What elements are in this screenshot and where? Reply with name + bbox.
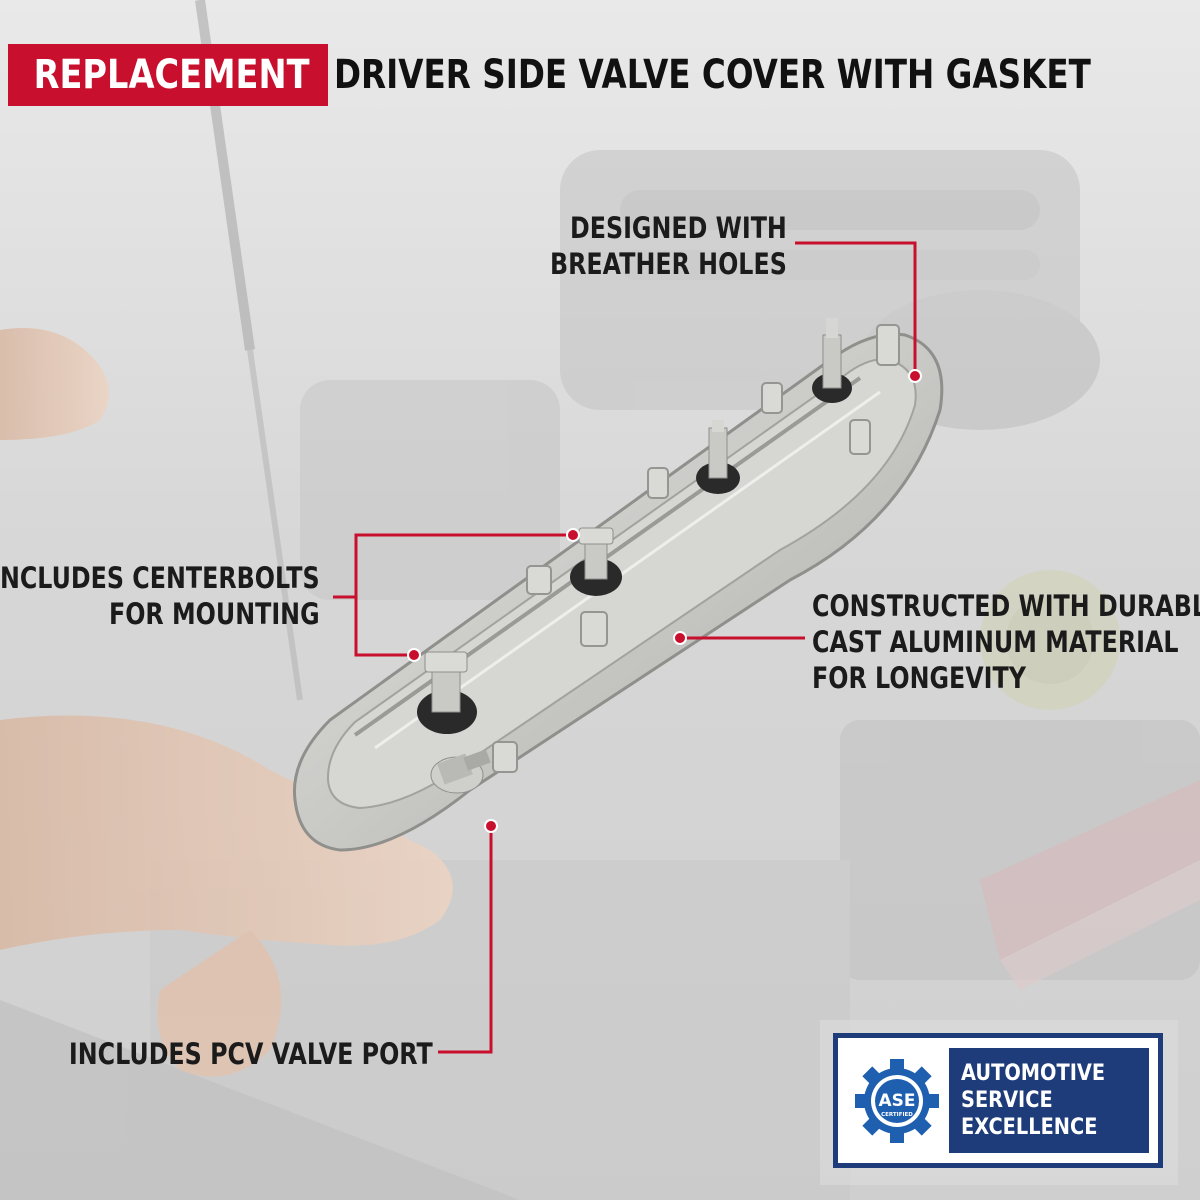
ase-certification-badge: ASE CERTIFIED AUTOMOTIVE SERVICE EXCELLE…: [833, 1033, 1163, 1168]
callout-line: DESIGNED WITH: [570, 211, 787, 245]
ase-logo-subtext: CERTIFIED: [881, 1112, 913, 1118]
ase-text-panel: [949, 1048, 1149, 1153]
centerbolt: [812, 318, 852, 403]
ase-logo-text: ASE: [878, 1091, 915, 1111]
centerbolt: [696, 420, 740, 494]
callout-cast-aluminum: CONSTRUCTED WITH DURABLE CAST ALUMINUM M…: [812, 588, 1200, 696]
hands: [0, 328, 453, 1077]
mounting-boss: [492, 324, 900, 773]
callout-centerbolts: INCLUDES CENTERBOLTS FOR MOUNTING: [0, 560, 320, 632]
callout-line: BREATHER HOLES: [550, 247, 787, 281]
ase-line: EXCELLENCE: [961, 1115, 1098, 1140]
callout-line: INCLUDES CENTERBOLTS: [0, 561, 320, 595]
callout-line: INCLUDES PCV VALVE PORT: [69, 1037, 433, 1071]
ase-badge-text: AUTOMOTIVE SERVICE EXCELLENCE: [961, 1060, 1105, 1141]
ase-line: SERVICE: [961, 1088, 1053, 1113]
ase-line: AUTOMOTIVE: [961, 1061, 1106, 1086]
banner-title: DRIVER SIDE VALVE COVER WITH GASKET: [334, 52, 1091, 98]
pcv-port: [430, 749, 491, 794]
banner-tag: REPLACEMENT: [8, 44, 328, 106]
callout-line: CONSTRUCTED WITH DURABLE: [812, 589, 1200, 623]
callout-line: CAST ALUMINUM MATERIAL: [812, 625, 1179, 659]
callout-line: FOR LONGEVITY: [812, 661, 1026, 695]
callout-pcv-valve-port: INCLUDES PCV VALVE PORT: [69, 1036, 433, 1072]
centerbolt: [570, 527, 622, 596]
callout-line: FOR MOUNTING: [109, 597, 321, 631]
valve-cover-illustration: [292, 318, 944, 852]
banner-tag-text: REPLACEMENT: [33, 52, 310, 98]
centerbolt: [417, 651, 477, 734]
callout-breather-holes: DESIGNED WITH BREATHER HOLES: [550, 210, 787, 282]
ase-gear-icon: ASE CERTIFIED: [855, 1059, 939, 1143]
callout-dots: [407, 369, 922, 833]
callout-connectors: [333, 241, 917, 1054]
